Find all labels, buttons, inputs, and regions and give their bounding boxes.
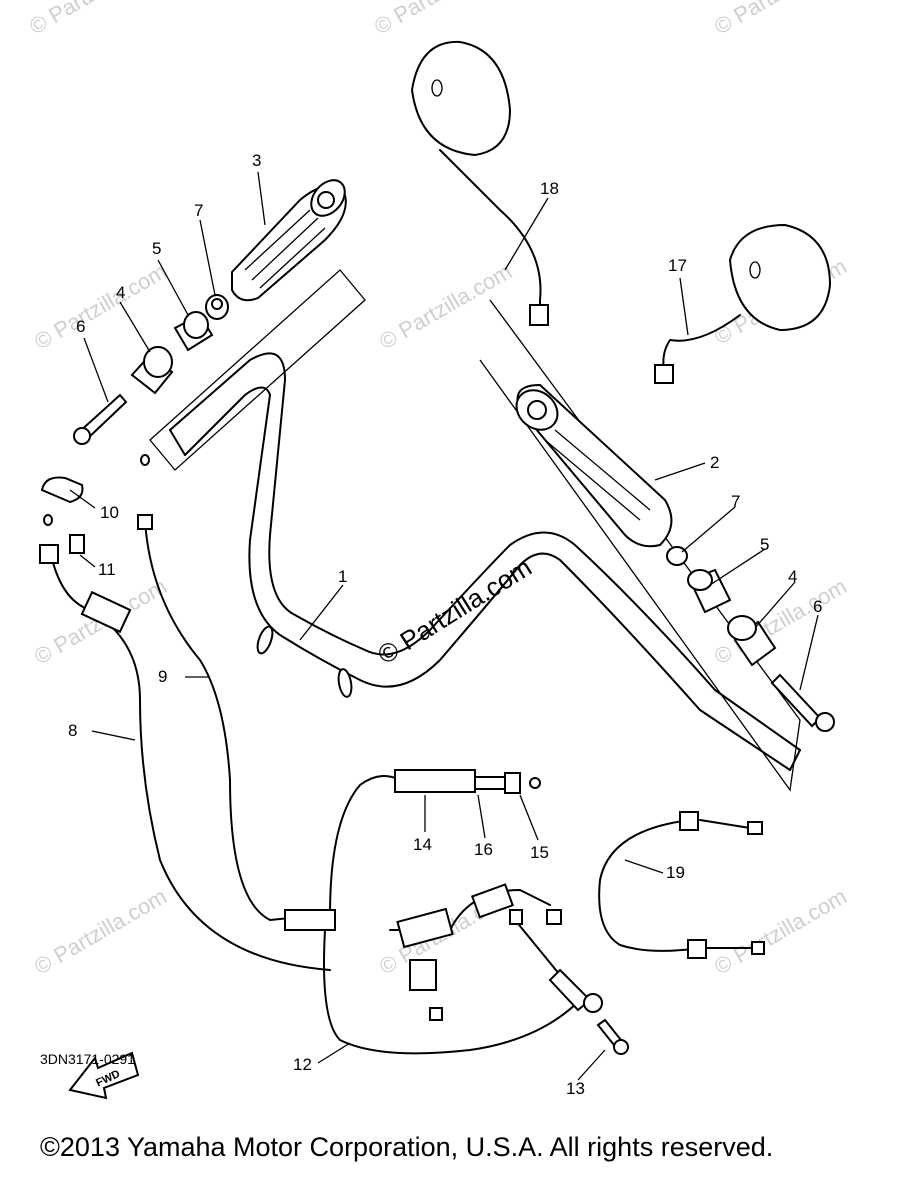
callout-10: 10	[100, 503, 119, 522]
copyright-notice: ©2013 Yamaha Motor Corporation, U.S.A. A…	[40, 1132, 774, 1162]
watermarks: © Partzilla.com © Partzilla.com © Partzi…	[25, 0, 851, 979]
callout-1: 1	[338, 567, 347, 586]
callout-4-left: 4	[116, 283, 125, 302]
cables	[39, 454, 765, 1055]
watermark: © Partzilla.com	[30, 884, 171, 980]
callout-3: 3	[252, 151, 261, 170]
callout-19: 19	[666, 863, 685, 882]
callout-17: 17	[668, 256, 687, 275]
left-grip-assembly	[73, 179, 347, 445]
callout-9: 9	[158, 667, 167, 686]
watermark: © Partzilla.com	[370, 0, 511, 39]
callout-5-left: 5	[152, 239, 161, 258]
callout-12: 12	[293, 1055, 312, 1074]
callout-6-right: 6	[813, 597, 822, 616]
callout-15: 15	[530, 843, 549, 862]
fwd-arrow-icon: FWD	[68, 1051, 140, 1100]
callout-5-right: 5	[760, 535, 769, 554]
callouts: 1 2 3 4 5 6 7 4 5 6 7 8 9 10 11 12 13 14…	[68, 151, 822, 1098]
callout-8: 8	[68, 721, 77, 740]
callout-13: 13	[566, 1079, 585, 1098]
diagram-code: 3DN3171-0291	[40, 1051, 135, 1067]
mirror-right-part	[654, 223, 832, 384]
watermark: © Partzilla.com	[30, 259, 171, 355]
callout-16: 16	[474, 840, 493, 859]
handlebar-part	[149, 269, 801, 792]
watermark: © Partzilla.com	[25, 0, 166, 39]
callout-2: 2	[710, 453, 719, 472]
mirror-left-part	[410, 40, 549, 326]
callout-4-right: 4	[788, 567, 797, 586]
callout-11: 11	[98, 560, 116, 579]
watermark: © Partzilla.com	[710, 0, 851, 39]
watermark: © Partzilla.com	[710, 884, 851, 980]
callout-6-left: 6	[76, 317, 85, 336]
right-grip-assembly	[515, 383, 835, 732]
leader-lines	[69, 171, 819, 1081]
callout-7-right: 7	[731, 492, 740, 511]
callout-7-left: 7	[194, 201, 203, 220]
callout-14: 14	[413, 835, 432, 854]
callout-18: 18	[540, 179, 559, 198]
